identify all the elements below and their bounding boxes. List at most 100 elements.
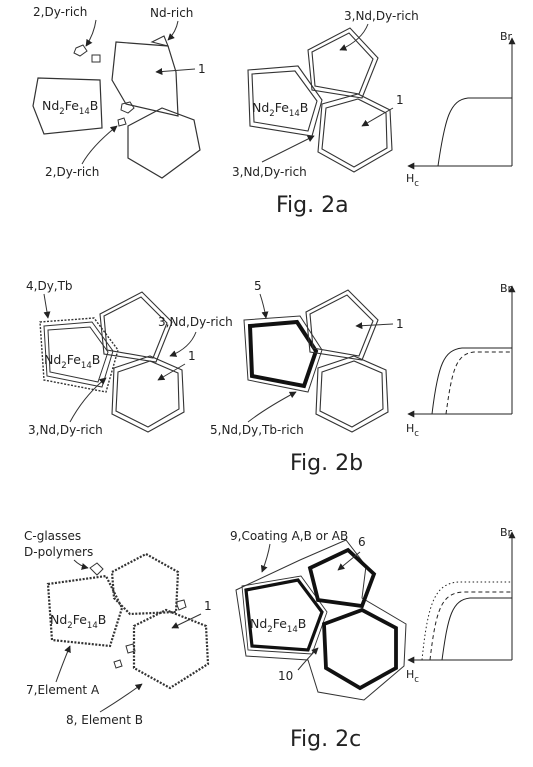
curve-solid-2a <box>437 97 512 167</box>
label-2-dy-rich-top: 2,Dy-rich <box>33 5 87 19</box>
fig-2b-panel: 4,Dy,Tb 3,Nd,Dy-rich 1 Nd2Fe14B 3,Nd,Dy-… <box>26 279 516 476</box>
grain-coated-hexagon-inner <box>321 98 388 168</box>
glass-particle-3 <box>125 643 136 654</box>
label-hc-2b: Hc <box>406 422 419 439</box>
nd-rich-sliver <box>150 35 169 47</box>
arrow-10 <box>297 647 319 671</box>
label-1-2b-right: 1 <box>396 317 404 331</box>
label-8-element-b: 8, Element B <box>66 713 143 727</box>
label-2-dy-rich-bottom: 2,Dy-rich <box>45 165 99 179</box>
arrow-c-d <box>73 559 89 570</box>
arrow-5-bottom <box>247 391 297 423</box>
caption-fig-2b: Fig. 2b <box>290 451 363 476</box>
grain-pentagon-2b-right <box>305 289 379 361</box>
label-d-polymers: D-polymers <box>24 545 93 559</box>
label-9-coating: 9,Coating A,B or AB <box>230 529 348 543</box>
label-nd2fe14b-2c-left: Nd2Fe14B <box>50 612 106 631</box>
label-3-nd-dy-rich-bottom: 3,Nd,Dy-rich <box>232 165 307 179</box>
arrow-1-2b-right <box>355 322 394 330</box>
grain-coated-pentagon-inner <box>311 32 374 95</box>
grain-hexagon-2b-right <box>315 355 389 433</box>
arrow-3-2b-top <box>169 331 197 357</box>
curve-dashed-2c <box>429 591 512 661</box>
grain-pentagon-2b-left <box>99 291 173 363</box>
grain-2c-nd2fe14b-bold <box>244 578 324 652</box>
arrow-1-mid <box>361 107 394 127</box>
grain-dytb-coated <box>39 317 119 393</box>
glass-particle-1 <box>89 562 104 576</box>
arrow-3-2b-bottom <box>69 377 107 423</box>
label-3-nd-dy-rich-top: 3,Nd,Dy-rich <box>344 9 419 23</box>
arrow-3-top <box>339 23 369 51</box>
label-1-2c: 1 <box>204 599 212 613</box>
arrow-1-2c <box>171 613 202 629</box>
grain-hexagon-2b-left-inner <box>115 360 180 428</box>
grain-coated-pentagon <box>307 27 379 99</box>
curve-dashed-2b <box>445 351 512 415</box>
label-br-2b: Br <box>500 282 513 295</box>
grain-dytb-coated-inner <box>47 326 109 383</box>
label-nd2fe14b-2c-mid: Nd2Fe14B <box>250 616 306 635</box>
label-6: 6 <box>358 535 366 549</box>
arrow-9 <box>260 543 271 573</box>
arrow-1-2b-left <box>157 363 186 381</box>
arrow-dy-rich-top <box>85 19 97 47</box>
grain-nd2fe14b-left <box>32 77 103 135</box>
grain-coated-nd2fe14b <box>247 65 323 137</box>
dy-rich-particle-1 <box>73 44 88 57</box>
grain-pentagon-2b-left-inner <box>103 296 168 359</box>
glass-particle-2 <box>175 599 187 611</box>
arrow-dy-rich-bottom <box>81 125 118 165</box>
curve-dotted-2c <box>421 581 512 661</box>
arrow-7 <box>55 645 71 683</box>
arrow-1-left <box>155 68 196 76</box>
dy-rich-particle-4 <box>117 117 127 127</box>
label-3-nd-dy-rich-2b-bottom: 3,Nd,Dy-rich <box>28 423 103 437</box>
grain-element-top <box>110 552 180 616</box>
plot-2c: Br Hc <box>406 526 516 685</box>
grain-element-a-left <box>46 574 124 648</box>
arrow-nd-rich <box>167 20 179 41</box>
label-5: 5 <box>254 279 262 293</box>
grain-coated-hexagon <box>317 93 393 173</box>
label-1-2b-left: 1 <box>188 349 196 363</box>
dy-rich-particle-2 <box>91 54 101 63</box>
grain-hexagon-2b-left <box>111 355 185 433</box>
arrow-8 <box>99 683 143 713</box>
grain-ndytb-coated-bold <box>247 319 319 389</box>
grain-coated-nd2fe14b-inner <box>251 70 318 132</box>
label-hc-2c: Hc <box>406 668 419 685</box>
arrow-6 <box>337 551 361 571</box>
label-1-mid: 1 <box>396 93 404 107</box>
arrow-3-bottom <box>261 135 315 163</box>
label-4-dy-tb: 4,Dy,Tb <box>26 279 73 293</box>
label-10: 10 <box>278 669 293 683</box>
arrow-4 <box>43 293 51 319</box>
label-nd2fe14b-2a-mid: Nd2Fe14B <box>252 100 308 119</box>
arrow-5 <box>259 293 269 319</box>
grain-bottom-center <box>127 107 201 179</box>
label-5-nd-dy-tb-rich: 5,Nd,Dy,Tb-rich <box>210 423 304 437</box>
label-1-left: 1 <box>198 62 206 76</box>
grain-2c-pentagon-bold <box>307 547 377 609</box>
label-nd-rich: Nd-rich <box>150 6 193 20</box>
curve-solid-2b <box>431 347 512 415</box>
label-c-glasses: C-glasses <box>24 529 81 543</box>
plot-2b: Br Hc <box>406 282 516 439</box>
fig-2c-panel: C-glasses D-polymers 1 Nd2Fe14B 7,Elemen… <box>24 526 516 752</box>
glass-particle-4 <box>113 659 123 669</box>
caption-fig-2a: Fig. 2a <box>276 193 349 218</box>
label-br-2a: Br <box>500 30 513 43</box>
label-3-nd-dy-rich-2b-top: 3,Nd,Dy-rich <box>158 315 233 329</box>
fig-2a-panel: 2,Dy-rich Nd-rich 1 Nd2Fe14B 2,Dy-rich 3… <box>32 5 516 218</box>
grain-2c-hexagon-bold <box>322 607 398 691</box>
coating-outer-envelope <box>235 539 407 701</box>
label-nd2fe14b-2b: Nd2Fe14B <box>44 352 100 371</box>
label-hc-2a: Hc <box>406 172 419 189</box>
curve-solid-2c <box>441 597 512 661</box>
dy-rich-particle-3 <box>120 101 135 114</box>
plot-2a: Br Hc <box>406 30 516 189</box>
label-7-element-a: 7,Element A <box>26 683 100 697</box>
label-nd2fe14b-2a-left: Nd2Fe14B <box>42 98 98 117</box>
